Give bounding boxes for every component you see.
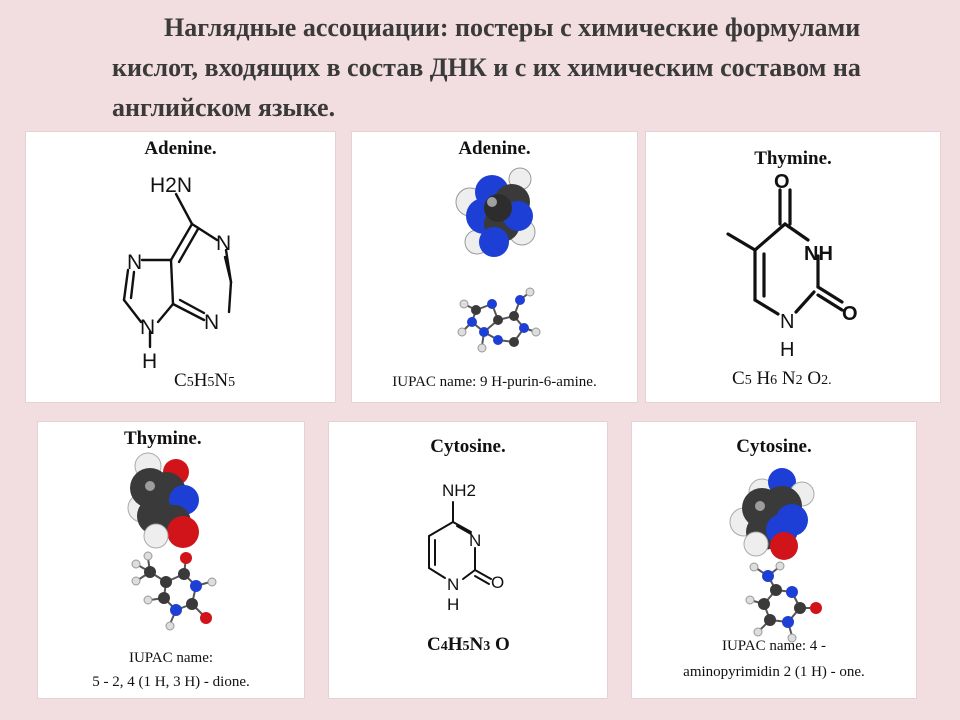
chemical-formula: C5 H6 N2 O2. [732,368,832,389]
atom-label: N [447,575,459,594]
card-title: Thymine. [124,428,202,449]
card-thymine-models: Thymine. [38,422,304,698]
adenine-ball-stick-model [457,287,541,353]
atom-label: H [142,350,157,373]
atom-label: N [204,311,219,334]
card-cytosine-structural: Cytosine. NH2 N O N H C4H5N3 O [329,422,607,698]
atom-label: O [774,171,790,193]
chemical-formula: C5H5N5 [174,370,236,391]
atom-label: N [127,251,142,274]
cytosine-space-filling-model [729,468,815,560]
atom-label: H [780,339,794,361]
atom-label: O [842,303,858,325]
atom-label: NH [804,243,833,265]
slide-title: Наглядные ассоциации: постеры с химическ… [112,13,861,122]
iupac-name: 5 - 2, 4 (1 H, 3 H) - dione. [92,674,250,690]
atom-label: N [216,232,231,255]
card-adenine-structural: Adenine. H2N N N N N H [26,132,335,402]
card-title: Cytosine. [736,436,812,457]
iupac-name-label: IUPAC name: 4 - [721,638,827,654]
thymine-ball-stick-model [131,551,217,631]
thymine-structure-diagram: O NH O N H [726,171,858,361]
card-thymine-structural: Thymine. O NH O N H C5 H6 N2 O2. [646,132,940,402]
card-title: Thymine. [754,148,832,169]
card-adenine-models: Adenine. [352,132,637,402]
card-cytosine-models: Cytosine. [632,422,916,698]
atom-label: N [140,316,155,339]
iupac-name: aminopyrimidin 2 (1 H) - one. [683,664,865,680]
adenine-structure-diagram: H2N N N N N H [122,174,233,373]
cytosine-structure-diagram: NH2 N O N H [428,481,504,614]
iupac-name: IUPAC name: 9 H-purin-6-amine. [392,374,597,390]
iupac-name-label: IUPAC name: [128,650,214,666]
atom-label: N [469,531,481,550]
card-title: Adenine. [144,138,217,159]
chemical-formula: C4H5N3 O [427,634,510,655]
cytosine-ball-stick-model [745,561,822,643]
adenine-space-filling-model [455,167,536,257]
thymine-space-filling-model [127,452,199,549]
atom-label: H [447,595,459,614]
atom-label: NH2 [442,481,476,500]
atom-label: O [491,573,504,592]
card-title: Cytosine. [430,436,506,457]
card-title: Adenine. [458,138,531,159]
atom-label: H2N [150,174,192,197]
atom-label: N [780,311,794,333]
